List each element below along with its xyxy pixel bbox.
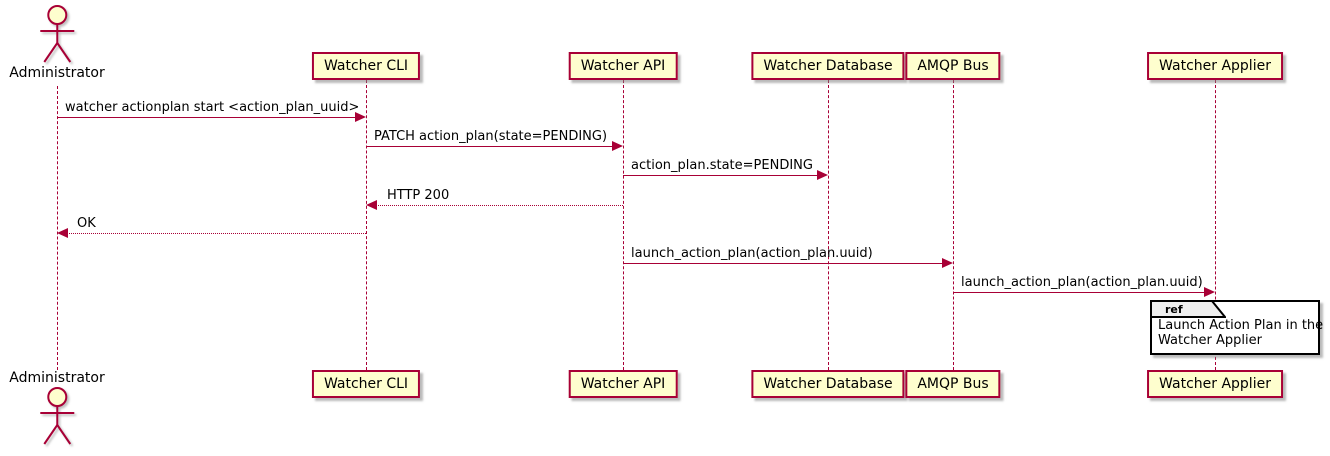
message-line (953, 292, 1206, 293)
actor-label: Administrator (9, 65, 105, 81)
ref-text: Launch Action Plan in the Watcher Applie… (1158, 318, 1323, 348)
participant-watcher-cli-top: Watcher CLI (311, 52, 421, 80)
arrowhead-right-icon (1204, 287, 1215, 297)
participant-watcher-api-top: Watcher API (568, 52, 678, 80)
actor-icon (40, 387, 74, 445)
message-label: HTTP 200 (387, 188, 450, 203)
arrowhead-left-icon (366, 200, 377, 210)
message-label: launch_action_plan(action_plan.uuid) (961, 275, 1203, 290)
message-line (623, 175, 819, 176)
message-label: watcher actionplan start <action_plan_uu… (65, 100, 360, 115)
actor-icon (40, 5, 74, 63)
participant-watcher-applier-bottom: Watcher Applier (1147, 370, 1283, 398)
participant-watcher-database-bottom: Watcher Database (751, 370, 905, 398)
arrowhead-right-icon (817, 170, 828, 180)
ref-text-line2: Watcher Applier (1158, 333, 1262, 348)
message-line (376, 205, 623, 206)
ref-fragment: ref Launch Action Plan in the Watcher Ap… (1150, 300, 1323, 355)
actor-administrator-bottom: Administrator (9, 370, 105, 448)
message-label: action_plan.state=PENDING (631, 158, 813, 173)
actor-label: Administrator (9, 370, 105, 386)
participant-watcher-cli-bottom: Watcher CLI (311, 370, 421, 398)
lifeline-watcher-database (828, 80, 829, 370)
participant-watcher-api-bottom: Watcher API (568, 370, 678, 398)
ref-keyword: ref (1165, 303, 1183, 316)
message-line (623, 263, 944, 264)
lifeline-watcher-cli (366, 80, 367, 370)
ref-header-pentagon-icon (1150, 300, 1226, 318)
lifeline-watcher-api (623, 80, 624, 370)
participant-amqp-bus-bottom: AMQP Bus (905, 370, 1001, 398)
ref-text-line1: Launch Action Plan in the (1158, 318, 1324, 333)
message-label: OK (77, 216, 96, 231)
message-line (57, 117, 357, 118)
message-line (366, 146, 614, 147)
arrowhead-right-icon (942, 258, 953, 268)
message-line (67, 233, 366, 234)
lifeline-watcher-applier (1215, 80, 1216, 370)
participant-watcher-database-top: Watcher Database (751, 52, 905, 80)
participant-amqp-bus-top: AMQP Bus (905, 52, 1001, 80)
arrowhead-right-icon (355, 112, 366, 122)
actor-administrator-top: Administrator (9, 4, 105, 81)
arrowhead-right-icon (612, 141, 623, 151)
message-label: launch_action_plan(action_plan.uuid) (631, 246, 873, 261)
lifeline-amqp-bus (953, 80, 954, 370)
arrowhead-left-icon (57, 228, 68, 238)
participant-watcher-applier-top: Watcher Applier (1147, 52, 1283, 80)
message-label: PATCH action_plan(state=PENDING) (374, 129, 608, 144)
